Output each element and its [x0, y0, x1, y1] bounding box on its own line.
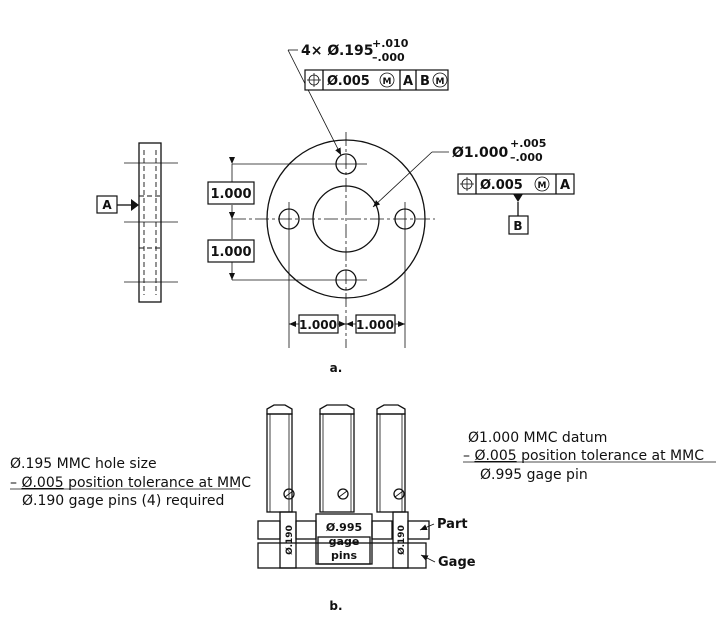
gage-label: Gage: [438, 555, 476, 570]
center-pin-label-3: pins: [331, 549, 357, 562]
gage-label-group: Gage: [420, 554, 476, 570]
caption-b: b.: [329, 599, 342, 613]
part-label: Part: [437, 517, 468, 532]
front-view: [232, 132, 435, 348]
position-icon: [460, 177, 474, 191]
hole-callout: 4× Ø.195 +.010 –.000: [287, 37, 409, 156]
holes-fcf-datum-a: A: [403, 74, 413, 89]
mmc-icon: [379, 72, 395, 88]
hole-qty-dia: 4× Ø.195: [301, 43, 374, 59]
holes-fcf-tolerance: Ø.005: [327, 74, 370, 89]
mmc-icon: [534, 176, 550, 192]
left-gage-pin: Ø.190: [266, 404, 297, 569]
holes-fcf-datum-b: B: [420, 74, 430, 89]
left-calc-line3: Ø.190 gage pins (4) required: [22, 493, 224, 509]
hole-tol-plus: +.010: [372, 37, 409, 50]
datum-triangle-icon: [131, 199, 139, 211]
right-gage-pin: Ø.190: [376, 404, 409, 569]
datum-a-letter: A: [102, 198, 112, 212]
right-calculation: Ø1.000 MMC datum – Ø.005 position tolera…: [463, 430, 716, 483]
bore-fcf-tolerance: Ø.005: [480, 178, 523, 193]
dim-right-value: 1.000: [356, 318, 394, 332]
bore-tol-plus: +.005: [510, 137, 546, 150]
mmc-icon: [432, 72, 448, 88]
bore-fcf-datum-a: A: [560, 178, 570, 193]
vertical-dimensions: 1.000 1.000: [207, 157, 255, 280]
caption-a: a.: [330, 361, 343, 375]
dim-lower-value: 1.000: [210, 245, 251, 260]
datum-b-feature-symbol: B: [508, 194, 529, 235]
datum-b-letter: B: [513, 219, 522, 233]
dim-upper-value: 1.000: [210, 187, 251, 202]
center-pin-label-2: gage: [329, 535, 360, 548]
dim-box-left: [298, 314, 339, 334]
screw-icon: [393, 488, 405, 500]
gage-assembly: Ø.190 Ø.995 gage pins Ø.190: [257, 404, 430, 569]
svg-text:M: M: [383, 77, 392, 87]
bore-dia: Ø1.000: [452, 145, 508, 161]
left-calc-line2: – Ø.005 position tolerance at MMC: [10, 475, 251, 491]
center-gage-pin: Ø.995 gage pins: [315, 404, 373, 565]
left-calc-line1: Ø.195 MMC hole size: [10, 456, 157, 472]
bore-feature-control-frame: Ø.005 M A: [457, 173, 575, 195]
screw-icon: [283, 488, 295, 500]
position-icon: [307, 73, 321, 87]
left-calculation: Ø.195 MMC hole size – Ø.005 position tol…: [10, 456, 251, 509]
datum-triangle-icon: [513, 194, 523, 202]
holes-feature-control-frame: Ø.005 M A B M: [304, 69, 449, 91]
bore-callout: Ø1.000 +.005 –.000: [372, 137, 546, 208]
right-pin-label: Ø.190: [396, 525, 407, 555]
datum-a-feature-symbol: A: [96, 195, 139, 214]
dim-box-lower: [207, 239, 255, 263]
dim-box-right: [355, 314, 396, 334]
right-calc-line1: Ø1.000 MMC datum: [468, 430, 607, 446]
side-view: [124, 142, 178, 303]
svg-text:M: M: [436, 77, 445, 87]
part-label-group: Part: [419, 517, 468, 532]
right-calc-line2: – Ø.005 position tolerance at MMC: [463, 448, 704, 464]
dim-left-value: 1.000: [299, 318, 337, 332]
center-pin-label-1: Ø.995: [326, 521, 362, 534]
left-pin-label: Ø.190: [284, 525, 295, 555]
bore-tol-minus: –.000: [510, 151, 543, 164]
dim-box-upper: [207, 181, 255, 205]
screw-icon: [337, 488, 349, 500]
svg-text:M: M: [538, 181, 547, 191]
right-calc-line3: Ø.995 gage pin: [480, 467, 588, 483]
hole-tol-minus: –.000: [372, 51, 405, 64]
horizontal-dimensions: 1.000 1.000: [289, 314, 405, 334]
